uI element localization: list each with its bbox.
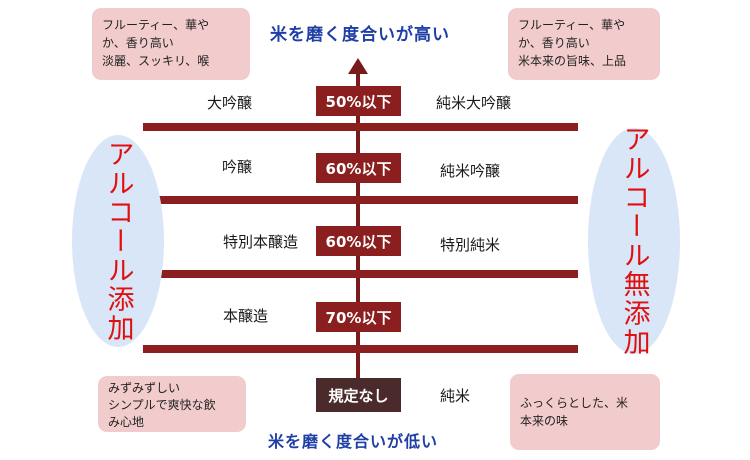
up-arrow-icon <box>348 58 368 74</box>
alcohol-added-oval: アルコール添加 <box>72 135 164 347</box>
note-bottom-right: ふっくらとした、米 本来の味 <box>510 374 660 450</box>
note-line: み心地 <box>108 415 145 429</box>
sake-class-right: 特別純米 <box>440 236 501 254</box>
sake-class-right: 純米大吟醸 <box>436 94 512 112</box>
tier-band <box>143 196 578 204</box>
note-line: フルーティー、華や <box>102 18 210 32</box>
sake-class-left: 吟醸 <box>221 158 252 176</box>
note-line: 本来の味 <box>520 414 569 428</box>
no-alcohol-added-label: アルコール無添加 <box>618 125 650 357</box>
no-alcohol-added-oval: アルコール無添加 <box>588 125 680 357</box>
ratio-label: 60%以下 <box>316 226 401 256</box>
ratio-label: 70%以下 <box>316 302 401 332</box>
ratio-label: 規定なし <box>316 378 401 412</box>
note-top-left: フルーティー、華や か、香り高い 淡麗、スッキリ、喉 <box>92 8 250 80</box>
alcohol-added-label: アルコール添加 <box>102 139 134 343</box>
sake-class-left: 大吟醸 <box>206 94 252 112</box>
bottom-heading: 米を磨く度合いが低い <box>268 432 439 451</box>
sake-class-left: 本醸造 <box>222 307 268 325</box>
note-line: か、香り高い <box>518 36 590 50</box>
tier-band <box>143 123 578 131</box>
note-line: ふっくらとした、米 <box>520 396 629 410</box>
ratio-label: 60%以下 <box>316 153 401 183</box>
sake-class-left: 特別本醸造 <box>222 233 298 251</box>
note-line: 米本来の旨味、上品 <box>518 54 627 68</box>
ratio-label: 50%以下 <box>316 86 401 116</box>
tier-band <box>143 345 578 353</box>
note-top-right: フルーティー、華や か、香り高い 米本来の旨味、上品 <box>508 8 660 80</box>
sake-class-right: 純米 <box>440 387 471 405</box>
note-line: 淡麗、スッキリ、喉 <box>102 54 210 68</box>
tier-band <box>143 270 578 278</box>
note-bottom-left: みずみずしい シンプルで爽快な飲 み心地 <box>98 376 246 432</box>
note-line: か、香り高い <box>102 36 174 50</box>
note-line: フルーティー、華や <box>518 18 626 32</box>
top-heading: 米を磨く度合いが高い <box>270 25 450 45</box>
note-line: みずみずしい <box>108 381 181 395</box>
sake-class-right: 純米吟醸 <box>440 162 501 180</box>
note-line: シンプルで爽快な飲 <box>108 398 216 412</box>
